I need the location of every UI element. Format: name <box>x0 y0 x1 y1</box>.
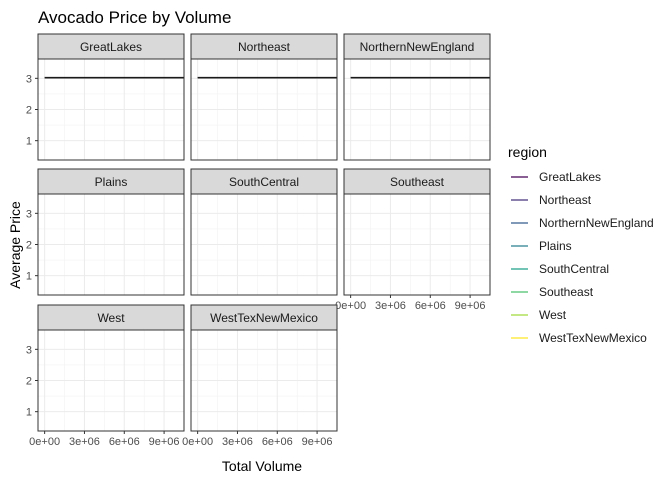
facet-strip-west <box>37 304 185 331</box>
x-tick-label: 6e+06 <box>109 436 140 448</box>
x-tick-label: 0e+00 <box>335 300 366 312</box>
facet-label-westtexnewmexico: WestTexNewMexico <box>210 311 318 325</box>
facet-border-westtexnewmexico <box>190 329 338 432</box>
facet-border-northernnewengland <box>343 58 491 161</box>
y-tick-label: 1 <box>26 271 32 283</box>
x-tick-label: 3e+06 <box>222 436 253 448</box>
facet-label-northeast: Northeast <box>238 40 291 54</box>
legend-label-southcentral: SouthCentral <box>539 262 609 276</box>
x-axis-title: Total Volume <box>222 458 302 474</box>
legend-label-west: West <box>539 308 567 322</box>
facet-strip-southeast <box>343 168 491 195</box>
legend-label-northernnewengland: NorthernNewEngland <box>539 216 654 230</box>
x-tick-label: 6e+06 <box>262 436 293 448</box>
y-tick-label: 3 <box>26 208 32 220</box>
facet-border-northeast <box>190 58 338 161</box>
legend-label-northeast: Northeast <box>539 193 592 207</box>
y-tick-label: 2 <box>26 105 32 117</box>
legend-title: region <box>508 144 547 160</box>
y-tick-label: 2 <box>26 240 32 252</box>
facet-label-northernnewengland: NorthernNewEngland <box>360 40 475 54</box>
y-tick-label: 1 <box>26 407 32 419</box>
x-tick-label: 3e+06 <box>69 436 100 448</box>
facet-strip-southcentral <box>190 168 338 195</box>
x-tick-label: 0e+00 <box>29 436 60 448</box>
legend-label-greatlakes: GreatLakes <box>539 170 601 184</box>
facet-strip-greatlakes <box>37 33 185 60</box>
facet-label-southcentral: SouthCentral <box>229 175 299 189</box>
facet-label-southeast: Southeast <box>390 175 445 189</box>
x-tick-label: 9e+06 <box>455 300 486 312</box>
legend-label-southeast: Southeast <box>539 285 594 299</box>
legend-label-plains: Plains <box>539 239 572 253</box>
facet-label-west: West <box>97 311 125 325</box>
facet-strip-westtexnewmexico <box>190 304 338 331</box>
x-tick-label: 9e+06 <box>302 436 333 448</box>
x-tick-label: 9e+06 <box>149 436 180 448</box>
chart-title: Avocado Price by Volume <box>38 8 231 27</box>
x-tick-label: 0e+00 <box>182 436 213 448</box>
legend-label-westtexnewmexico: WestTexNewMexico <box>539 331 647 345</box>
facet-strip-plains <box>37 168 185 195</box>
x-tick-label: 6e+06 <box>415 300 446 312</box>
y-axis-title: Average Price <box>7 201 23 289</box>
y-tick-label: 3 <box>26 344 32 356</box>
x-tick-label: 3e+06 <box>375 300 406 312</box>
facet-panels: GreatLakes 1 2 3 Northeast NorthernNewEngland… <box>26 33 491 448</box>
facet-border-southeast <box>343 193 491 296</box>
y-tick-label: 1 <box>26 136 32 148</box>
y-tick-label: 3 <box>26 73 32 85</box>
facet-label-plains: Plains <box>95 175 128 189</box>
y-tick-label: 2 <box>26 376 32 388</box>
facet-label-greatlakes: GreatLakes <box>80 40 142 54</box>
legend: region GreatLakesNortheastNorthernNewEng… <box>508 144 654 345</box>
facet-border-southcentral <box>190 193 338 296</box>
